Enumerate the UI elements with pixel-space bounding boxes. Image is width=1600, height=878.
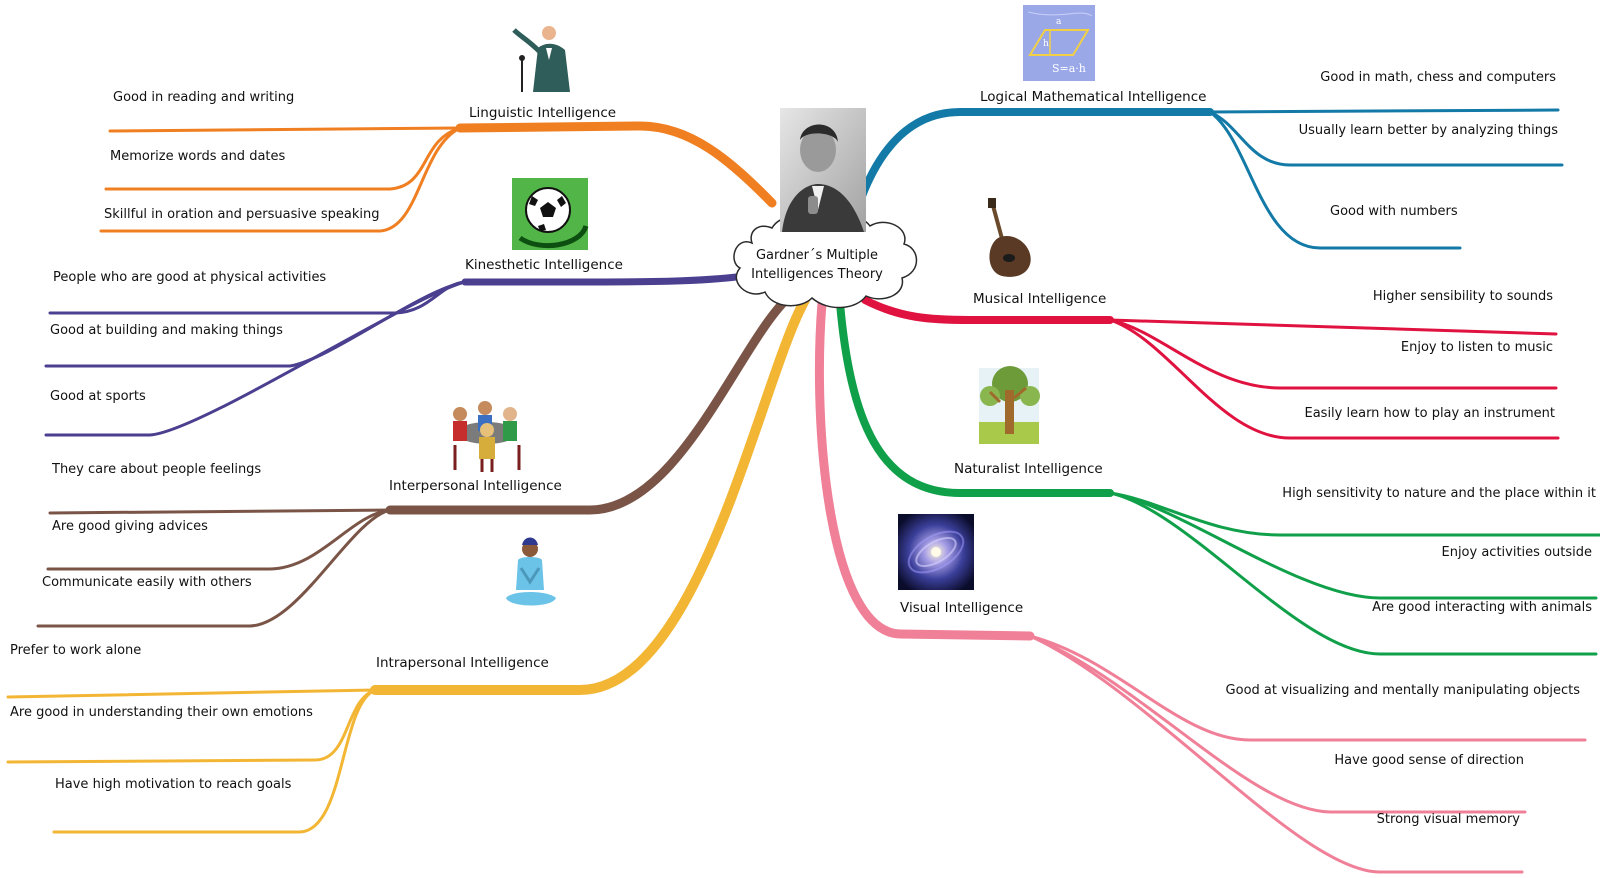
leaf-naturalist-2: Enjoy activities outside bbox=[1441, 545, 1592, 560]
central-topic-line-2: Intelligences Theory bbox=[751, 267, 883, 282]
leaf-linguistic-2: Memorize words and dates bbox=[110, 149, 286, 164]
branch-title-kinesthetic: Kinesthetic Intelligence bbox=[465, 257, 623, 273]
branch-title-intrapersonal: Intrapersonal Intelligence bbox=[376, 655, 549, 671]
branch-title-logical-mathematical: Logical Mathematical Intelligence bbox=[980, 89, 1207, 105]
leaf-interpersonal-3: Communicate easily with others bbox=[42, 575, 252, 590]
branch-links-interpersonal bbox=[36, 291, 795, 628]
leaf-interpersonal-2: Are good giving advices bbox=[52, 519, 208, 534]
leaf-linguistic-1: Good in reading and writing bbox=[113, 90, 295, 105]
svg-text:h: h bbox=[1043, 39, 1049, 49]
branch-links-intrapersonal bbox=[6, 295, 810, 834]
leaf-visual-1: Good at visualizing and mentally manipul… bbox=[1225, 683, 1580, 698]
leaf-naturalist-3: Are good interacting with animals bbox=[1372, 600, 1592, 615]
branch-title-linguistic: Linguistic Intelligence bbox=[469, 105, 617, 121]
bass-guitar-image bbox=[988, 198, 1031, 277]
leaf-logical-3: Good with numbers bbox=[1330, 204, 1458, 219]
branch-links-visual bbox=[814, 298, 1587, 874]
leaf-naturalist-1: High sensitivity to nature and the place… bbox=[1282, 486, 1596, 501]
leaf-kinesthetic-3: Good at sports bbox=[50, 389, 146, 404]
tree-image bbox=[979, 366, 1040, 444]
branch-links-musical bbox=[861, 296, 1560, 440]
leaf-musical-2: Enjoy to listen to music bbox=[1400, 340, 1553, 355]
leaf-linguistic-3: Skillful in oration and persuasive speak… bbox=[104, 207, 380, 222]
leaf-logical-1: Good in math, chess and computers bbox=[1320, 70, 1556, 85]
leaf-intrapersonal-2: Are good in understanding their own emot… bbox=[10, 705, 313, 720]
soccer-ball-image bbox=[512, 178, 589, 250]
leaf-visual-2: Have good sense of direction bbox=[1334, 753, 1524, 768]
branch-title-musical: Musical Intelligence bbox=[973, 291, 1107, 307]
branch-title-naturalist: Naturalist Intelligence bbox=[954, 461, 1103, 477]
central-topic-line-1: Gardner´s Multiple bbox=[755, 248, 879, 263]
leaf-kinesthetic-1: People who are good at physical activiti… bbox=[53, 270, 327, 285]
branch-links-kinesthetic bbox=[44, 272, 748, 437]
leaf-kinesthetic-2: Good at building and making things bbox=[50, 323, 283, 338]
central-topic: Gardner´s Multiple Intelligences Theory bbox=[733, 246, 901, 284]
branch-title-interpersonal: Interpersonal Intelligence bbox=[389, 478, 562, 494]
math-formula-image: a h S=a·h bbox=[1023, 5, 1095, 81]
leaf-musical-3: Easily learn how to play an instrument bbox=[1304, 406, 1555, 421]
people-at-table-image bbox=[453, 401, 521, 472]
branch-links-logical bbox=[858, 108, 1564, 250]
leaf-interpersonal-1: They care about people feelings bbox=[52, 462, 262, 477]
center-portrait-image bbox=[780, 108, 866, 232]
leaf-visual-3: Strong visual memory bbox=[1376, 812, 1520, 827]
branch-links-linguistic bbox=[99, 121, 777, 233]
speaker-at-podium-image bbox=[503, 20, 581, 92]
galaxy-image bbox=[898, 514, 974, 590]
branch-links-naturalist bbox=[836, 299, 1600, 656]
svg-text:S=a·h: S=a·h bbox=[1052, 62, 1086, 75]
meditating-person-image bbox=[506, 537, 556, 606]
svg-text:a: a bbox=[1056, 17, 1062, 27]
leaf-musical-1: Higher sensibility to sounds bbox=[1372, 289, 1553, 304]
leaf-logical-2: Usually learn better by analyzing things bbox=[1298, 123, 1558, 138]
branch-title-visual: Visual Intelligence bbox=[900, 600, 1024, 616]
leaf-intrapersonal-1: Prefer to work alone bbox=[10, 643, 142, 658]
leaf-intrapersonal-3: Have high motivation to reach goals bbox=[55, 777, 292, 792]
